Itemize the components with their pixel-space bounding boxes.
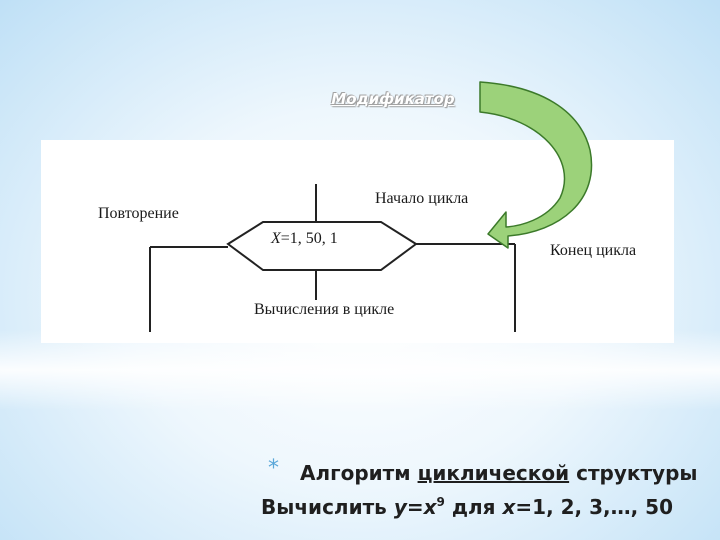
loop-end-label: Конец цикла [550, 242, 637, 259]
condition-variable: X [271, 230, 281, 247]
title-word-2: циклической [417, 461, 570, 485]
flowchart-figure: Повторение Начало цикла Конец цикла Вычи… [41, 140, 674, 343]
task-range: =1, 2, 3,…, 50 [515, 495, 674, 519]
background-glow [0, 330, 720, 410]
condition-range: =1, 50, 1 [280, 230, 338, 247]
slide-title: Алгоритм циклической структуры [300, 461, 700, 485]
curved-arrow-shape [479, 81, 593, 249]
task-eq: = [406, 495, 424, 519]
task-statement: Вычислить y=x9 для x=1, 2, 3,…, 50 [261, 495, 701, 519]
task-y: y [393, 495, 407, 519]
task-x2: x [502, 495, 516, 519]
task-prefix: Вычислить [261, 495, 387, 519]
loop-condition: X=1, 50, 1 [271, 230, 338, 248]
loop-body-label: Вычисления в цикле [254, 301, 395, 318]
flowchart-lines [149, 184, 516, 332]
loop-start-label: Начало цикла [375, 190, 469, 207]
title-word-3: структуры [576, 461, 698, 485]
task-for: для [451, 495, 496, 519]
bullet-icon: * [268, 456, 279, 481]
task-x: x [423, 495, 437, 519]
task-power: 9 [436, 495, 445, 509]
title-word-1: Алгоритм [300, 461, 411, 485]
modifier-label: Модификатор [331, 90, 455, 108]
repeat-label: Повторение [98, 205, 179, 222]
